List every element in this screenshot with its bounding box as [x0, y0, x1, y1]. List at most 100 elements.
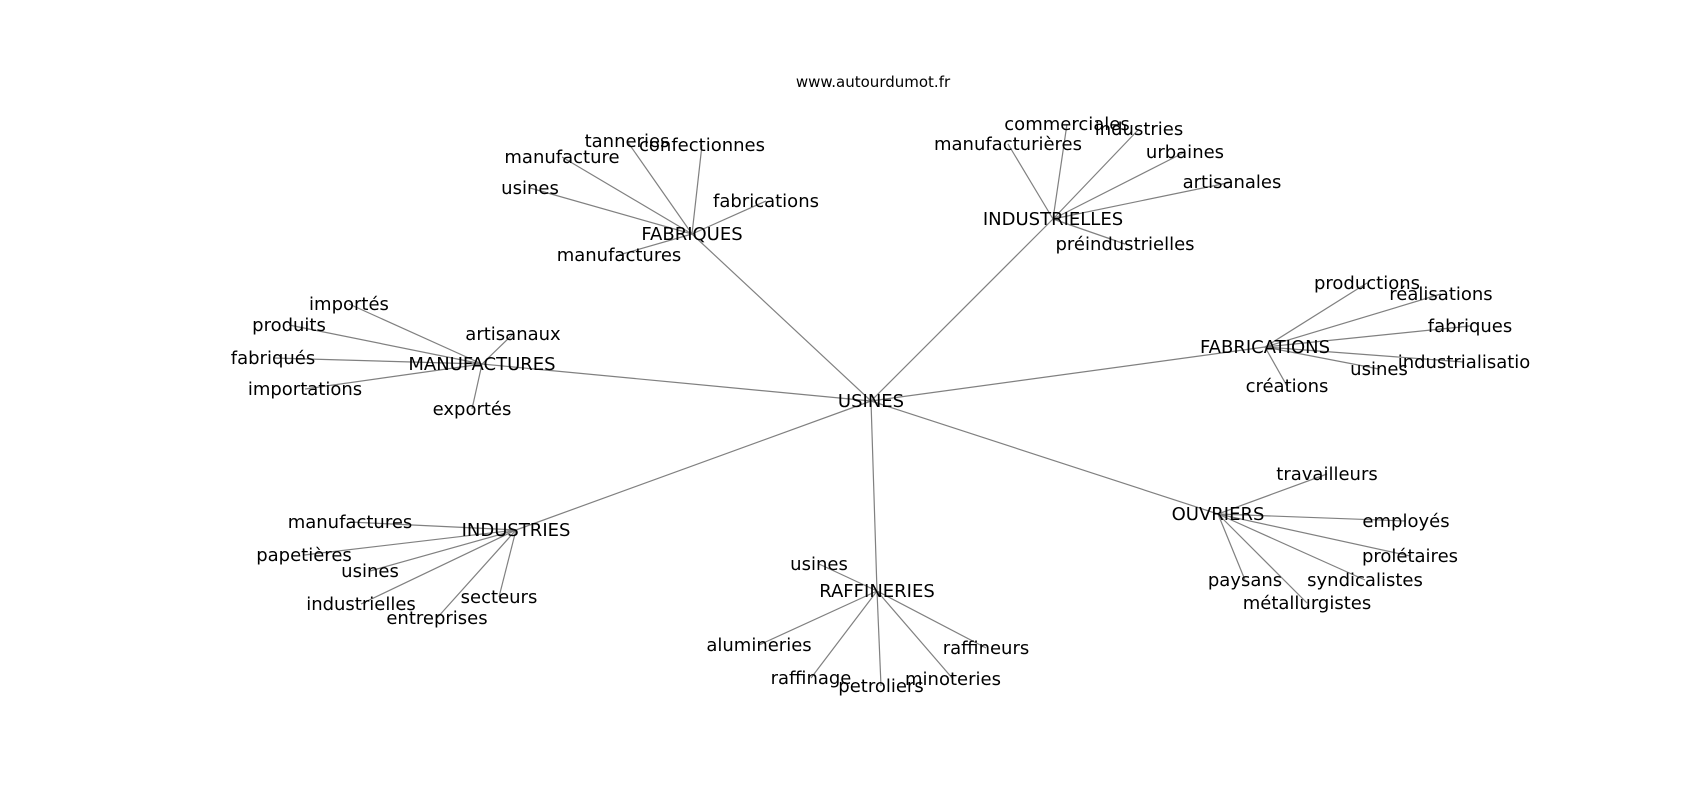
edge-fabriques-2	[626, 140, 693, 235]
edge-industries-3	[360, 529, 517, 605]
edge-industrielles-4	[1052, 181, 1233, 220]
edge-manufactures-0	[348, 303, 483, 365]
edge-industries-1	[303, 529, 517, 556]
node-leaf[interactable]: exportés	[433, 399, 512, 420]
node-leaf[interactable]: industrielles	[306, 594, 416, 615]
edge-root-industries	[515, 400, 872, 531]
node-leaf[interactable]: tanneries	[585, 131, 670, 152]
edge-fabrications-0	[1264, 282, 1368, 348]
node-leaf[interactable]: manufacturières	[934, 134, 1082, 155]
edge-root-raffineries	[870, 400, 878, 592]
node-leaf[interactable]: importés	[309, 294, 389, 315]
node-leaf[interactable]: fabriqués	[231, 348, 315, 369]
node-group-fabrications[interactable]: FABRICATIONS	[1200, 337, 1330, 358]
node-leaf[interactable]: fabriques	[1428, 316, 1512, 337]
node-leaf[interactable]: paysans	[1208, 570, 1282, 591]
node-leaf[interactable]: confectionnes	[639, 135, 765, 156]
node-leaf[interactable]: artisanaux	[465, 324, 561, 345]
node-leaf[interactable]: travailleurs	[1276, 464, 1377, 485]
edge-manufactures-1	[288, 324, 483, 365]
edge-ouvriers-1	[1217, 513, 1407, 522]
edge-ouvriers-3	[1217, 513, 1366, 581]
edge-fabriques-4	[691, 200, 767, 235]
edge-industries-4	[436, 529, 517, 619]
node-leaf[interactable]: importations	[248, 379, 362, 400]
edge-raffineries-5	[876, 590, 987, 649]
node-leaf[interactable]: employés	[1362, 511, 1449, 532]
edge-industrielles-3	[1052, 151, 1186, 220]
node-leaf[interactable]: usines	[1350, 359, 1408, 380]
edge-raffineries-4	[876, 590, 954, 680]
edge-fabrications-5	[1264, 346, 1288, 387]
node-leaf[interactable]: urbaines	[1146, 142, 1224, 163]
edge-industries-2	[369, 529, 517, 572]
edge-industrielles-1	[1052, 123, 1068, 220]
edge-fabriques-3	[691, 144, 703, 235]
edge-fabriques-0	[529, 187, 693, 235]
edge-fabriques-5	[618, 233, 693, 256]
node-group-industrielles[interactable]: INDUSTRIELLES	[983, 209, 1123, 230]
edge-fabrications-2	[1264, 325, 1471, 348]
graph-labels: www.autourdumot.fr USINES FABRIQUES usines…	[231, 73, 1531, 697]
node-leaf[interactable]: usines	[501, 178, 559, 199]
edge-manufactures-2	[272, 357, 483, 365]
node-leaf[interactable]: créations	[1246, 376, 1329, 397]
edge-raffineries-1	[758, 590, 878, 646]
edge-industries-0	[349, 521, 517, 531]
edge-fabrications-3	[1264, 346, 1465, 363]
edge-ouvriers-5	[1217, 513, 1246, 581]
node-leaf[interactable]: prolétaires	[1362, 546, 1458, 567]
node-root[interactable]: USINES	[838, 391, 904, 412]
edge-fabriques-1	[561, 156, 693, 235]
node-leaf[interactable]: secteurs	[461, 587, 538, 608]
node-group-raffineries[interactable]: RAFFINERIES	[819, 581, 935, 602]
node-leaf[interactable]: préindustrielles	[1055, 234, 1194, 255]
edge-manufactures-5	[471, 363, 483, 410]
edge-root-ouvriers	[870, 400, 1219, 515]
edge-industrielles-2	[1052, 128, 1140, 220]
node-leaf[interactable]: industries	[1095, 119, 1184, 140]
node-leaf[interactable]: syndicalistes	[1307, 570, 1423, 591]
node-group-ouvriers[interactable]: OUVRIERS	[1172, 504, 1265, 525]
node-leaf[interactable]: métallurgistes	[1243, 593, 1372, 614]
graph-edges	[272, 123, 1471, 687]
edge-industrielles-0	[1007, 143, 1054, 220]
node-leaf[interactable]: raffineurs	[943, 638, 1030, 659]
edge-ouvriers-2	[1217, 513, 1411, 557]
node-leaf[interactable]: commerciales	[1004, 114, 1129, 135]
node-leaf[interactable]: produits	[252, 315, 326, 336]
edge-ouvriers-0	[1217, 473, 1328, 515]
node-leaf[interactable]: manufacture	[504, 147, 619, 168]
node-leaf[interactable]: fabrications	[713, 191, 819, 212]
node-leaf[interactable]: manufactures	[288, 512, 413, 533]
node-leaf[interactable]: productions	[1314, 273, 1420, 294]
edge-raffineries-3	[876, 590, 882, 687]
node-group-manufactures[interactable]: MANUFACTURES	[408, 354, 555, 375]
edge-raffineries-2	[810, 590, 878, 679]
edge-industrielles-5	[1052, 218, 1126, 245]
node-leaf[interactable]: entreprises	[386, 608, 487, 629]
edge-ouvriers-4	[1217, 513, 1308, 604]
node-leaf[interactable]: industrialisatio	[1398, 352, 1531, 373]
node-leaf[interactable]: usines	[790, 554, 848, 575]
edge-fabrications-4	[1264, 346, 1380, 370]
node-leaf[interactable]: raffinage	[771, 668, 852, 689]
node-group-fabriques[interactable]: FABRIQUES	[641, 224, 742, 245]
node-leaf[interactable]: réalisations	[1389, 284, 1492, 305]
edge-manufactures-3	[304, 363, 483, 390]
edge-industries-5	[498, 529, 517, 598]
node-group-industries[interactable]: INDUSTRIES	[462, 520, 571, 541]
node-leaf[interactable]: petroliers	[838, 676, 923, 697]
node-leaf[interactable]: manufactures	[557, 245, 682, 266]
site-watermark: www.autourdumot.fr	[796, 73, 951, 91]
node-leaf[interactable]: minoteries	[905, 669, 1001, 690]
edge-fabrications-1	[1264, 293, 1442, 348]
edge-manufactures-4	[481, 333, 514, 365]
edge-root-fabriques	[691, 233, 872, 402]
edge-root-manufactures	[481, 363, 872, 402]
node-leaf[interactable]: papetières	[256, 545, 352, 566]
node-leaf[interactable]: alumineries	[706, 635, 811, 656]
node-leaf[interactable]: usines	[341, 561, 399, 582]
node-leaf[interactable]: artisanales	[1183, 172, 1282, 193]
